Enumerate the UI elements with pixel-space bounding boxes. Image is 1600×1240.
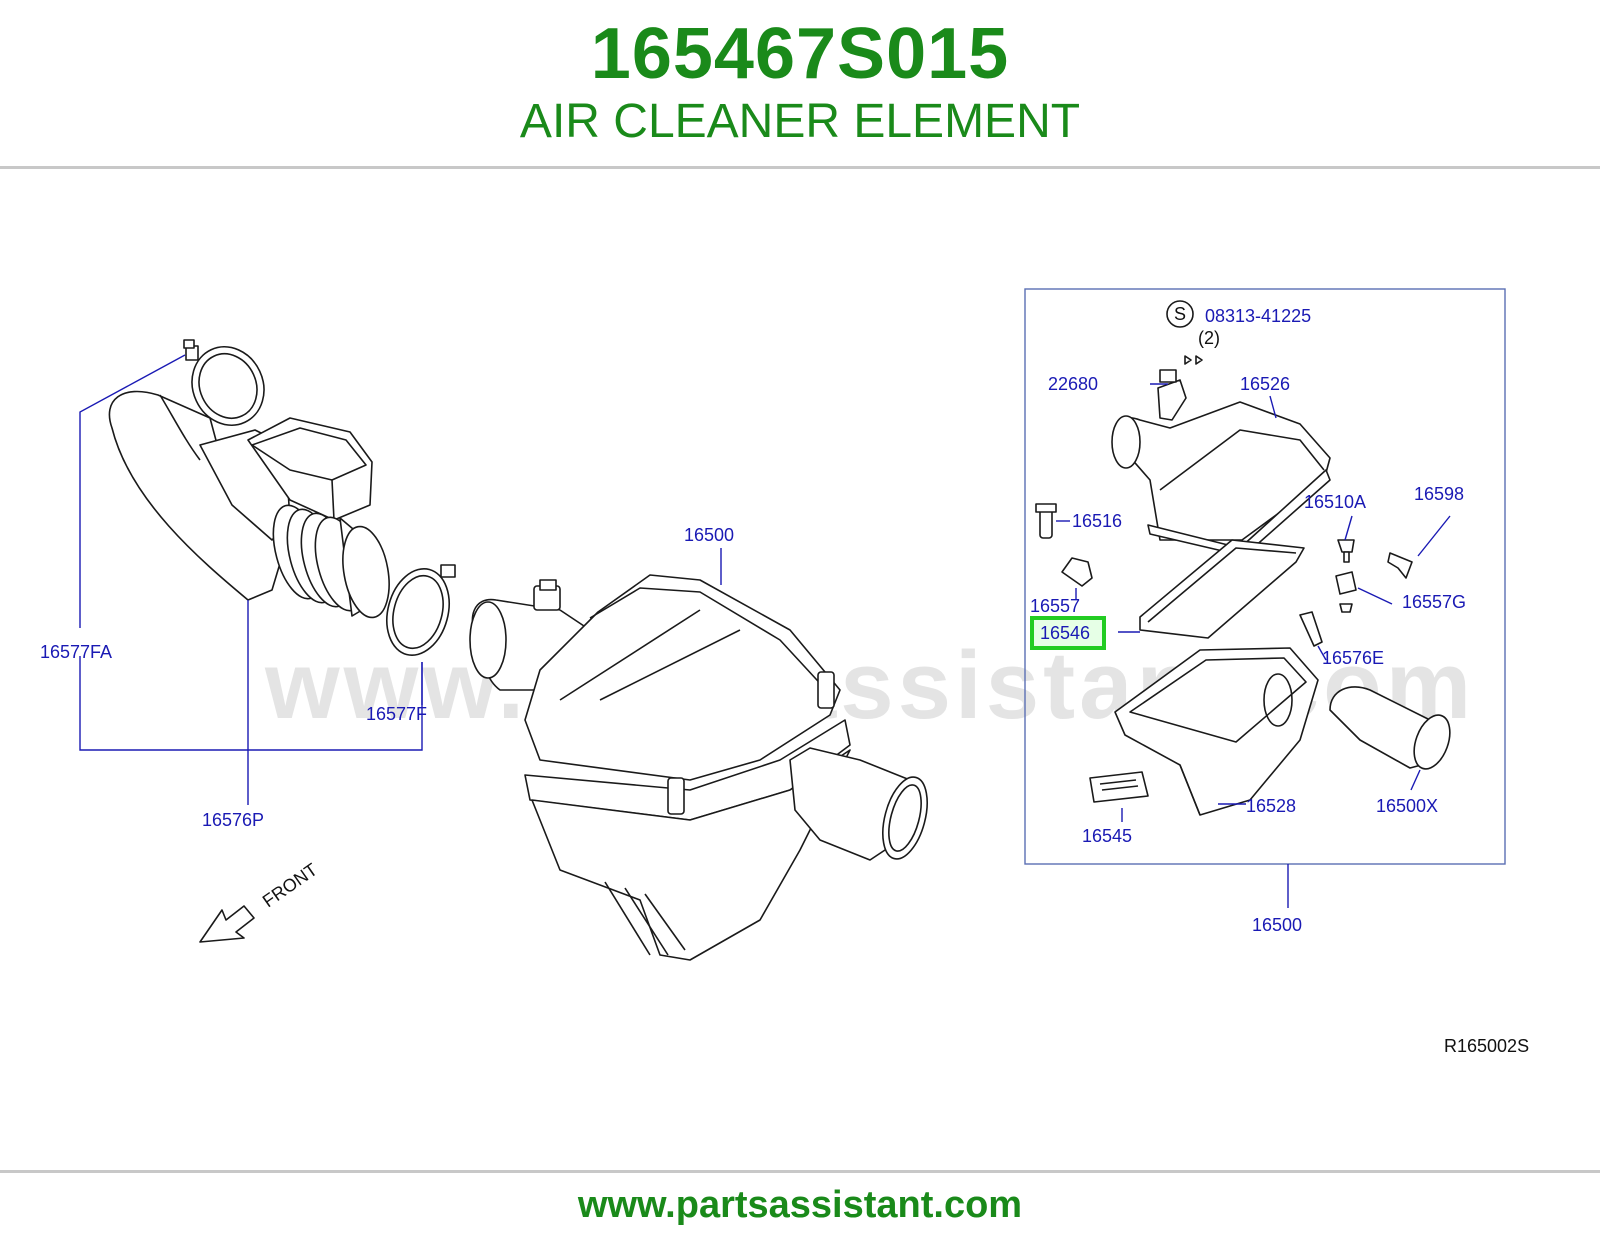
- callout-16526[interactable]: 16526: [1240, 374, 1290, 394]
- callout-08313-41225[interactable]: 08313-41225: [1205, 306, 1311, 326]
- part-name-subtitle: AIR CLEANER ELEMENT: [519, 95, 1081, 148]
- footer-website-link[interactable]: www.partsassistant.com: [577, 1184, 1023, 1226]
- left-leader-lines: [79, 354, 423, 805]
- air-cleaner-main-drawing: [469, 574, 928, 961]
- exploded-view-drawing: [1035, 300, 1451, 816]
- callout-16557[interactable]: 16557: [1030, 596, 1080, 616]
- s-symbol-letter: S: [1174, 304, 1186, 324]
- clamp-lower-drawing: [386, 564, 456, 657]
- header: 165467S015 AIR CLEANER ELEMENT: [0, 0, 1600, 168]
- header-divider: [0, 166, 1600, 169]
- callout-16500-box[interactable]: 16500: [1252, 915, 1302, 935]
- callout-16545[interactable]: 16545: [1082, 826, 1132, 846]
- callout-16528[interactable]: 16528: [1246, 796, 1296, 816]
- clamp-top-drawing: [183, 339, 265, 426]
- callout-08313-quantity: (2): [1198, 328, 1220, 348]
- callout-16576E[interactable]: 16576E: [1322, 648, 1384, 668]
- callout-16577FA[interactable]: 16577FA: [40, 642, 112, 662]
- intake-duct-drawing: [108, 339, 456, 657]
- callout-16546[interactable]: 16546: [1040, 623, 1090, 643]
- callout-16557G[interactable]: 16557G: [1402, 592, 1466, 612]
- diagram-reference-code: R165002S: [1444, 1036, 1529, 1056]
- callout-16598[interactable]: 16598: [1414, 484, 1464, 504]
- callout-22680[interactable]: 22680: [1048, 374, 1098, 394]
- callout-16516[interactable]: 16516: [1072, 511, 1122, 531]
- front-direction-indicator: FRONT: [199, 859, 321, 943]
- callout-16510A[interactable]: 16510A: [1304, 492, 1366, 512]
- right-leader-lines: [1056, 383, 1451, 908]
- bellows-drawing: [272, 504, 390, 619]
- footer-divider: [0, 1170, 1600, 1173]
- callout-16500X[interactable]: 16500X: [1376, 796, 1438, 816]
- exploded-view-frame: [1024, 288, 1506, 865]
- callout-16500-main[interactable]: 16500: [684, 525, 734, 545]
- front-label: FRONT: [259, 859, 321, 911]
- highlighted-part-box: [1030, 616, 1106, 650]
- part-number-title: 165467S015: [590, 14, 1010, 94]
- callout-16576P[interactable]: 16576P: [202, 810, 264, 830]
- callout-16577F[interactable]: 16577F: [366, 704, 427, 724]
